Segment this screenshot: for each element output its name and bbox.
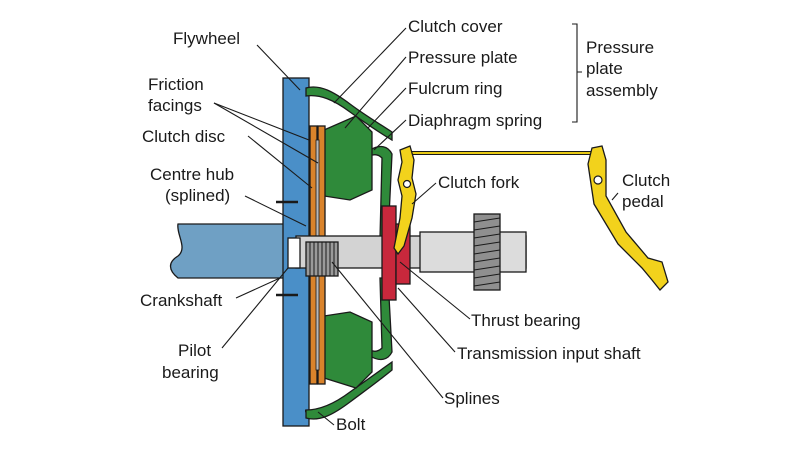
thrust-bearing-collar: [381, 205, 397, 301]
label-clutch-pedal-line1: Clutch: [622, 171, 670, 190]
label-pilot-bearing-line1: Pilot: [178, 341, 211, 360]
clutch-fork-pivot: [402, 179, 412, 189]
label-clutch-fork: Clutch fork: [438, 173, 520, 192]
clutch-cover: [305, 86, 393, 142]
label-splines: Splines: [444, 389, 500, 408]
label-pressure-plate: Pressure plate: [408, 48, 518, 67]
clutch-pedal: [587, 145, 669, 291]
crankshaft: [169, 223, 297, 279]
label-pressure-plate-assembly-line2: plate: [586, 59, 623, 78]
label-centre-hub-line1: Centre hub: [150, 165, 234, 184]
label-bolt: Bolt: [336, 415, 366, 434]
label-crankshaft: Crankshaft: [140, 291, 222, 310]
input-shaft-step: [419, 231, 527, 273]
label-diaphragm-spring: Diaphragm spring: [408, 111, 542, 130]
label-transmission-input-shaft: Transmission input shaft: [457, 344, 641, 363]
splines: [309, 242, 335, 276]
label-flywheel: Flywheel: [173, 29, 240, 48]
label-clutch-disc: Clutch disc: [142, 127, 226, 146]
clutch-pedal-pivot: [593, 175, 603, 185]
label-pressure-plate-assembly-line3: assembly: [586, 81, 658, 100]
pilot-bearing: [287, 237, 301, 269]
assembly-bracket: [572, 23, 582, 123]
label-fulcrum-ring: Fulcrum ring: [408, 79, 502, 98]
label-thrust-bearing: Thrust bearing: [471, 311, 581, 330]
label-centre-hub-line2: (splined): [165, 186, 230, 205]
label-pilot-bearing-line2: bearing: [162, 363, 219, 382]
clutch-cover-lower: [305, 360, 393, 420]
leader-lines: [213, 27, 619, 426]
label-clutch-pedal-line2: pedal: [622, 192, 664, 211]
label-friction-facings-line2: facings: [148, 96, 202, 115]
pressure-plate-lower: [323, 311, 373, 389]
label-friction-facings-line1: Friction: [148, 75, 204, 94]
gear-teeth: [473, 217, 501, 287]
label-clutch-cover: Clutch cover: [408, 17, 503, 36]
pressure-plate-upper: [323, 115, 373, 201]
label-pressure-plate-assembly-line1: Pressure: [586, 38, 654, 57]
clutch-fork: [393, 145, 417, 256]
